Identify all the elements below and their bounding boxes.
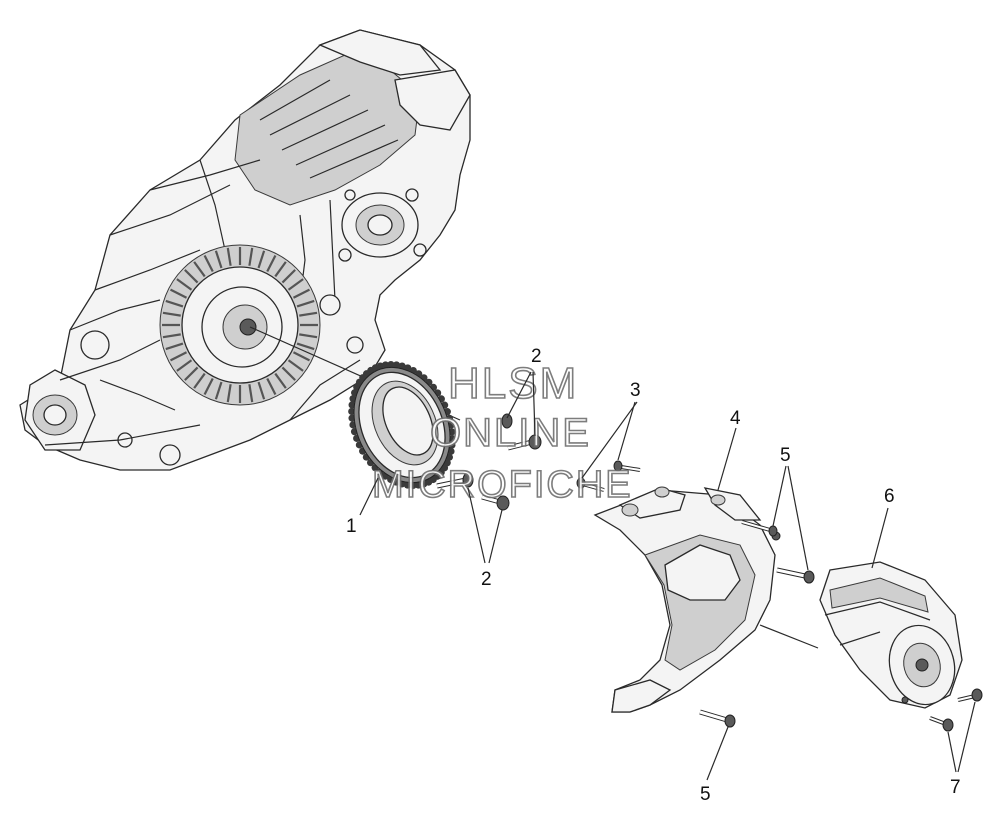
bolt-2-lower-b[interactable] [481, 494, 510, 511]
screw-5-upper[interactable] [741, 520, 778, 537]
starter-motor[interactable] [819, 561, 963, 712]
watermark-line-2: ONLINE [430, 411, 591, 455]
engine-crankcase-illustration [19, 29, 471, 471]
screw-7-lower[interactable] [929, 716, 954, 732]
screw-3-b[interactable] [576, 477, 605, 492]
screw-5-middle[interactable] [776, 567, 815, 584]
starter-ring-gear[interactable] [336, 352, 468, 499]
starter-cover-bracket[interactable] [593, 486, 781, 713]
screw-3-a[interactable] [613, 460, 641, 472]
watermark-line-3: MICROFICHE [372, 464, 633, 506]
callout-4: 4 [730, 408, 741, 429]
assembly-axis-line-2 [759, 624, 819, 649]
callout-2-bottom: 2 [481, 569, 492, 590]
screw-7-upper[interactable] [957, 688, 983, 702]
callout-1: 1 [346, 516, 357, 537]
callout-6: 6 [884, 486, 895, 507]
callout-2-top: 2 [531, 346, 542, 367]
callout-7: 7 [950, 777, 961, 798]
leader-lines [359, 371, 976, 781]
bolt-2-upper-b[interactable] [507, 434, 542, 451]
callout-3: 3 [630, 380, 641, 401]
screw-5-lower[interactable] [699, 709, 736, 728]
engine-gear-teeth [162, 247, 318, 403]
callout-labels: 1 2 2 3 4 5 5 6 7 [346, 346, 961, 805]
callout-5-top: 5 [780, 445, 791, 466]
callout-5-bottom: 5 [700, 784, 711, 805]
watermark-line-1: HLSM [448, 359, 578, 408]
bolt-2-upper-a[interactable] [469, 413, 513, 434]
bolt-2-lower-a[interactable] [436, 472, 474, 489]
